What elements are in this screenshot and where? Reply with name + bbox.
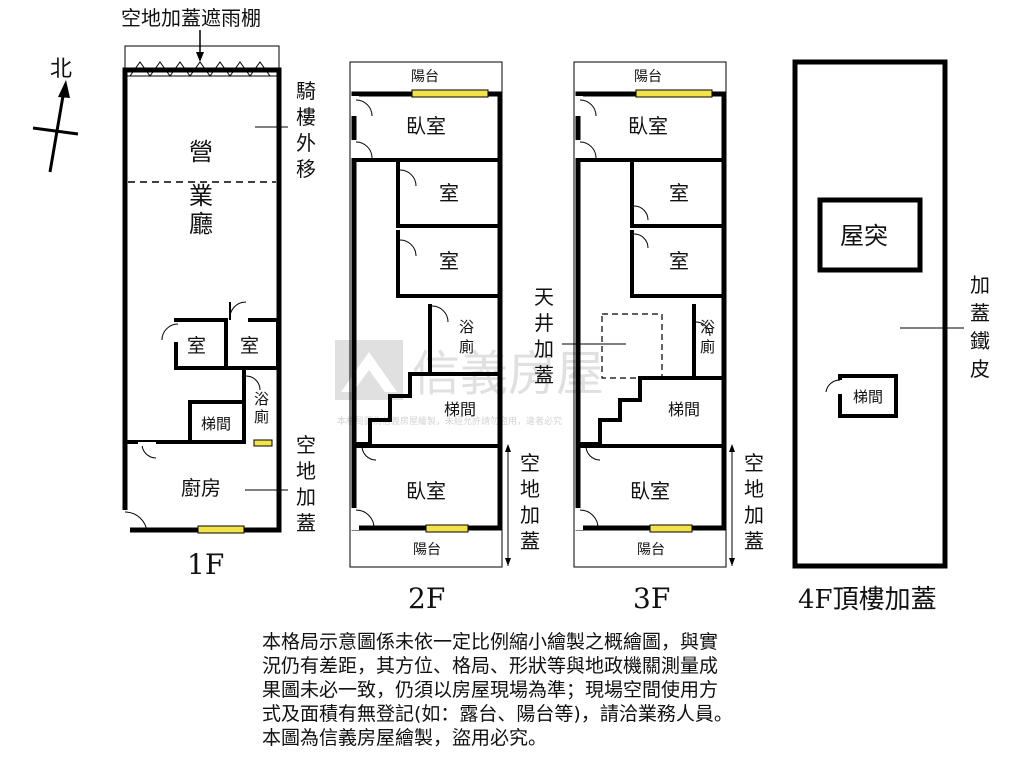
hall-label: 營 業 廳 bbox=[189, 138, 221, 238]
floor-1f-label: 1F bbox=[187, 548, 224, 581]
annex-3f-label: 空 地 加 蓋 bbox=[744, 451, 770, 553]
bedroom-bottom-2f: 臥室 bbox=[406, 479, 446, 503]
watermark-notice: 本格局圖為信義房屋繪製，未經允許請勿盜用，違者必究 bbox=[337, 415, 562, 427]
disclaimer-line: 本格局示意圖係未依一定比例縮小繪製之概繪圖，與實 bbox=[262, 631, 719, 653]
disclaimer-line: 況仍有差距，其方位、格局、形狀等與地政機關測量成 bbox=[262, 655, 719, 677]
balcony-bottom-2f: 陽台 bbox=[413, 542, 441, 558]
room-3f-2: 室 bbox=[669, 249, 689, 273]
disclaimer-line: 果圖未必一致，仍須以房屋現場為準；現場空間使用方 bbox=[262, 679, 719, 701]
floor-3f: 陽台 臥室 室 室 浴 廁 梯間 臥室 陽台 bbox=[573, 61, 770, 615]
room-1f-b: 室 bbox=[240, 335, 259, 357]
bath-3f-label: 浴 廁 bbox=[700, 318, 720, 356]
disclaimer: 本格局示意圖係未依一定比例縮小繪製之概繪圖，與實 況仍有差距，其方位、格局、形狀… bbox=[262, 630, 842, 750]
balcony-bottom-3f: 陽台 bbox=[637, 542, 665, 558]
disclaimer-line: 式及面積有無登記(如：露台、陽台等)，請洽業務人員。 bbox=[262, 703, 733, 725]
kitchen-label: 廚房 bbox=[181, 476, 221, 500]
bath-2f-label: 浴 廁 bbox=[459, 318, 479, 356]
floor-2f: 陽台 臥室 室 室 浴 廁 梯間 臥室 陽台 bbox=[349, 61, 546, 615]
room-3f-1: 室 bbox=[669, 181, 689, 205]
bath-1f-label: 浴 廁 bbox=[254, 390, 274, 426]
balcony-top-3f: 陽台 bbox=[634, 69, 662, 85]
room-2f-1: 室 bbox=[439, 181, 459, 205]
floor-2f-label: 2F bbox=[408, 582, 445, 615]
annex-1f-label: 空 地 加 蓋 bbox=[296, 433, 322, 535]
bedroom-bottom-3f: 臥室 bbox=[630, 479, 670, 503]
roof-structure-label: 屋突 bbox=[840, 222, 888, 250]
arcade-label: 騎 樓 外 移 bbox=[296, 79, 322, 181]
floor-3f-label: 3F bbox=[633, 582, 670, 615]
atrium-label: 天 井 加 蓋 bbox=[534, 285, 560, 387]
stair-3f-label: 梯間 bbox=[668, 400, 700, 419]
disclaimer-line: 本圖為信義房屋繪製，盜用必究。 bbox=[262, 727, 548, 749]
annex-2f-label: 空 地 加 蓋 bbox=[520, 451, 546, 553]
room-2f-2: 室 bbox=[439, 249, 459, 273]
compass: 北 bbox=[32, 57, 79, 173]
room-1f-a: 室 bbox=[187, 335, 206, 357]
stair-2f-label: 梯間 bbox=[444, 400, 476, 419]
compass-north-label: 北 bbox=[50, 57, 72, 82]
balcony-top-2f: 陽台 bbox=[411, 69, 439, 85]
canopy-label: 空地加蓋遮雨棚 bbox=[121, 6, 261, 30]
bedroom-top-2f: 臥室 bbox=[406, 114, 446, 138]
floor-1f: 空地加蓋遮雨棚 騎 樓 外 移 營 業 廳 室 室 bbox=[121, 6, 322, 581]
stair-4f-label: 梯間 bbox=[853, 388, 883, 406]
stair-1f-label: 梯間 bbox=[201, 415, 231, 433]
watermark-logo-icon bbox=[335, 340, 403, 400]
sheet-roof-label: 加 蓋 鐵 皮 bbox=[970, 273, 996, 381]
floor-4f: 屋突 梯間 加 蓋 鐵 皮 4F頂樓加蓋 bbox=[792, 59, 996, 615]
bedroom-top-3f: 臥室 bbox=[628, 114, 668, 138]
floor-4f-label: 4F頂樓加蓋 bbox=[798, 585, 937, 615]
